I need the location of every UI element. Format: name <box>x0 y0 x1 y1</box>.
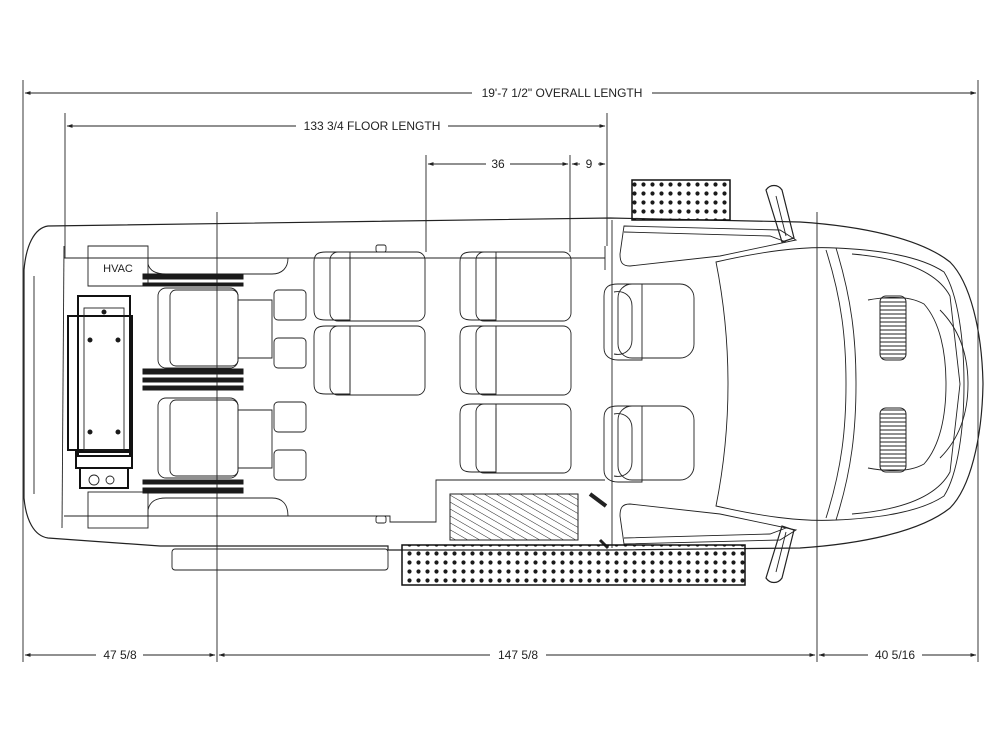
overall-length-label: 19'-7 1/2" OVERALL LENGTH <box>482 86 643 100</box>
wheelbase-label: 147 5/8 <box>498 648 538 662</box>
rear-wheelwell-bottom <box>147 497 289 517</box>
right-mirror <box>765 525 795 584</box>
middle-seat-1 <box>313 251 426 322</box>
middle-seat-2 <box>313 325 426 396</box>
hvac-label: HVAC <box>103 263 133 275</box>
rear-seat-lower <box>157 397 307 481</box>
front-row-seat-1 <box>459 251 572 322</box>
top-step-plate <box>631 179 731 221</box>
left-headlight <box>879 295 907 361</box>
floor-clip <box>375 515 387 524</box>
overall-length-dimension: 19'-7 1/2" OVERALL LENGTH <box>22 80 979 662</box>
wheelchair-lift <box>67 295 133 489</box>
cab-doors <box>619 225 798 545</box>
step-offset-dimension: 9 <box>571 157 606 171</box>
bottom-dimensions: 47 5/8 147 5/8 40 5/16 <box>24 212 977 662</box>
right-headlight <box>879 407 907 473</box>
left-mirror <box>765 184 795 243</box>
seat-spacing-dimension: 36 <box>425 155 571 252</box>
front-row-seat-3 <box>459 403 572 474</box>
rear-wheelwell-top <box>147 257 289 275</box>
passenger-seat <box>603 405 695 483</box>
dashboard <box>715 247 857 521</box>
entry-step-hatched <box>449 493 579 541</box>
floor-length-label: 133 3/4 FLOOR LENGTH <box>304 119 441 133</box>
side-running-board <box>401 544 746 586</box>
seat-tracks <box>142 273 244 494</box>
step-offset-label: 9 <box>586 157 593 171</box>
rear-overhang-label: 47 5/8 <box>103 648 137 662</box>
front-overhang-label: 40 5/16 <box>875 648 915 662</box>
hvac-unit: HVAC <box>87 245 149 287</box>
seat-spacing-label: 36 <box>491 157 505 171</box>
rear-seat-upper <box>157 287 307 369</box>
grab-handle <box>588 492 610 550</box>
van-body-outline <box>23 217 984 551</box>
driver-seat <box>603 283 695 361</box>
hood <box>835 247 969 521</box>
rear-corner-box <box>87 491 149 529</box>
rear-step-bar <box>171 548 389 571</box>
front-row-seat-2 <box>459 325 572 396</box>
middle-seat-clip <box>375 244 387 253</box>
floor-length-dimension: 133 3/4 FLOOR LENGTH <box>64 113 608 258</box>
